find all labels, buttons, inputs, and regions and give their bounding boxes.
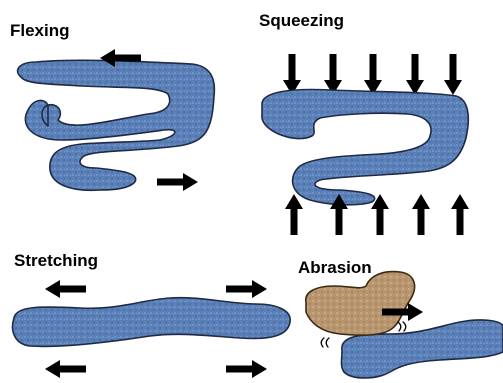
arrow-icon xyxy=(226,280,267,298)
arrow-icon xyxy=(157,173,198,191)
fiber-squeezing xyxy=(262,90,468,205)
arrow-icon xyxy=(324,54,342,95)
panel-flexing: Flexing xyxy=(10,21,214,191)
arrow-icon xyxy=(45,280,86,298)
panel-stretching: Stretching xyxy=(13,251,291,378)
friction-wisp-icon xyxy=(321,338,324,347)
panel-squeezing: Squeezing xyxy=(259,11,469,235)
friction-wisp-icon xyxy=(326,338,329,347)
arrow-icon xyxy=(285,194,303,235)
arrow-icon xyxy=(283,54,301,95)
fiber-flexing xyxy=(18,60,215,190)
arrow-icon xyxy=(412,194,430,235)
panel-label-squeezing: Squeezing xyxy=(259,11,344,30)
arrow-icon xyxy=(226,360,267,378)
panel-label-flexing: Flexing xyxy=(10,21,70,40)
friction-wisp-icon xyxy=(398,322,401,331)
abrader-block xyxy=(306,272,415,336)
panel-abrasion: Abrasion xyxy=(298,258,503,378)
arrow-icon xyxy=(406,54,424,95)
arrow-icon xyxy=(444,54,462,95)
panel-label-stretching: Stretching xyxy=(14,251,98,270)
friction-wisp-icon xyxy=(403,322,406,331)
panel-label-abrasion: Abrasion xyxy=(298,258,372,277)
arrow-icon xyxy=(451,194,469,235)
arrow-icon xyxy=(364,54,382,95)
fiber-stretching xyxy=(13,298,291,347)
arrow-icon xyxy=(45,360,86,378)
